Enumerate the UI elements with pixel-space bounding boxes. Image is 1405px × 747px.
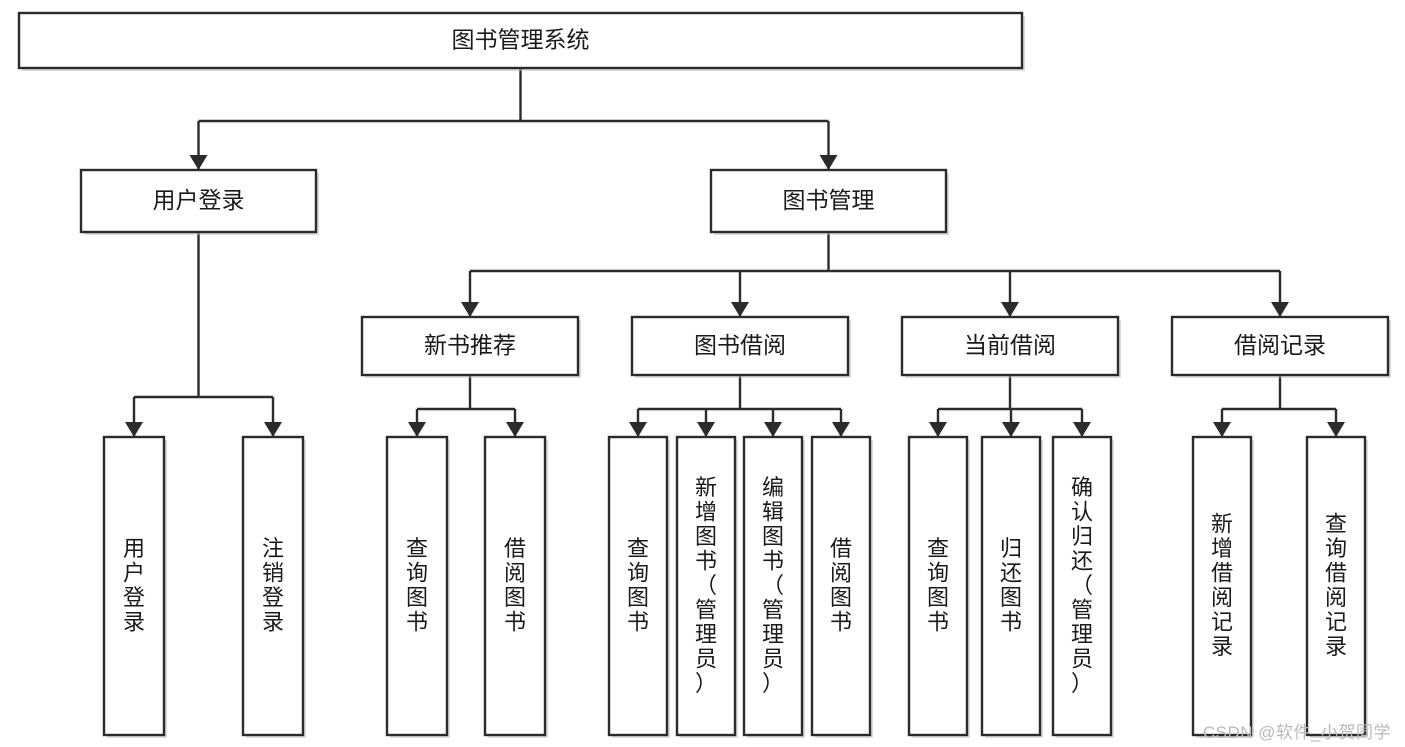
node-box <box>360 315 580 377</box>
arrow-head-icon <box>264 422 282 437</box>
node-leaf-return-book[interactable]: 归还图书 <box>980 435 1043 738</box>
node-box <box>17 11 1024 70</box>
node-root[interactable]: 图书管理系统 <box>17 11 1025 71</box>
node-label: 当前借阅 <box>964 332 1056 358</box>
node-new-book-recommend[interactable]: 新书推荐 <box>360 315 581 378</box>
node-leaf-add-book[interactable]: 新增图书（管理员） <box>675 435 738 738</box>
node-leaf-query-book-2[interactable]: 查询图书 <box>607 435 670 738</box>
node-leaf-logout[interactable]: 注销登录 <box>241 435 306 738</box>
node-label: 新增借阅记录 <box>1211 512 1233 660</box>
node-leaf-borrow-book-1[interactable]: 借阅图书 <box>483 435 548 738</box>
node-label: 图书管理系统 <box>452 27 590 53</box>
node-box <box>241 435 305 737</box>
node-box <box>810 435 872 737</box>
arrow-head-icon <box>832 422 850 437</box>
node-box <box>1305 435 1367 737</box>
node-leaf-query-record[interactable]: 查询借阅记录 <box>1305 435 1368 738</box>
arrow-head-icon <box>1073 422 1091 437</box>
node-box <box>980 435 1042 737</box>
node-box <box>742 435 804 737</box>
arrow-head-icon <box>1001 302 1019 317</box>
arrow-head-icon <box>189 155 208 170</box>
node-label: 注销登录 <box>262 536 284 635</box>
node-label: 查询图书 <box>406 536 428 635</box>
node-leaf-add-record[interactable]: 新增借阅记录 <box>1191 435 1254 738</box>
arrow-head-icon <box>1271 302 1289 317</box>
node-label: 借阅图书 <box>830 536 852 635</box>
node-label: 用户登录 <box>123 536 145 635</box>
node-label: 查询借阅记录 <box>1325 512 1347 660</box>
node-label: 图书借阅 <box>694 332 786 358</box>
node-leaf-borrow-book-2[interactable]: 借阅图书 <box>810 435 873 738</box>
nodes-layer: 图书管理系统用户登录图书管理新书推荐图书借阅当前借阅借阅记录用户登录注销登录查询… <box>17 11 1391 738</box>
node-book-borrow[interactable]: 图书借阅 <box>630 315 851 378</box>
node-box <box>102 435 166 737</box>
node-user-login[interactable]: 用户登录 <box>79 168 319 235</box>
node-label: 图书管理 <box>783 187 875 213</box>
node-box <box>607 435 669 737</box>
node-label: 借阅图书 <box>504 536 526 635</box>
node-label: 确认归还（管理员） <box>1071 475 1093 696</box>
arrow-head-icon <box>408 422 426 437</box>
arrow-head-icon <box>461 302 479 317</box>
node-borrow-record[interactable]: 借阅记录 <box>1170 315 1391 378</box>
arrow-head-icon <box>629 422 647 437</box>
arrow-head-icon <box>506 422 524 437</box>
arrow-head-icon <box>697 422 715 437</box>
node-leaf-user-login[interactable]: 用户登录 <box>102 435 167 738</box>
connectors-layer <box>125 68 1345 437</box>
arrow-head-icon <box>819 155 838 170</box>
node-box <box>1170 315 1390 377</box>
node-box <box>79 168 318 234</box>
node-label: 查询图书 <box>627 536 649 635</box>
node-label: 查询图书 <box>927 536 949 635</box>
node-box <box>907 435 969 737</box>
node-box <box>1191 435 1253 737</box>
arrow-head-icon <box>1327 422 1345 437</box>
node-label: 归还图书 <box>1000 536 1022 635</box>
node-leaf-query-book-1[interactable]: 查询图书 <box>385 435 450 738</box>
node-label: 新增图书（管理员） <box>695 475 717 696</box>
node-label: 用户登录 <box>153 187 245 213</box>
arrow-head-icon <box>1002 422 1020 437</box>
node-box <box>675 435 737 737</box>
node-box <box>900 315 1120 377</box>
node-current-borrow[interactable]: 当前借阅 <box>900 315 1121 378</box>
node-box <box>630 315 850 377</box>
node-leaf-confirm-return[interactable]: 确认归还（管理员） <box>1051 435 1114 738</box>
node-label: 编辑图书（管理员） <box>762 475 784 696</box>
arrow-head-icon <box>764 422 782 437</box>
node-box <box>385 435 449 737</box>
node-leaf-query-book-3[interactable]: 查询图书 <box>907 435 970 738</box>
node-book-management[interactable]: 图书管理 <box>709 168 949 235</box>
arrow-head-icon <box>929 422 947 437</box>
node-leaf-edit-book[interactable]: 编辑图书（管理员） <box>742 435 805 738</box>
arrow-head-icon <box>125 422 143 437</box>
node-label: 借阅记录 <box>1234 332 1326 358</box>
node-box <box>1051 435 1113 737</box>
arrow-head-icon <box>1213 422 1231 437</box>
node-box <box>709 168 948 234</box>
node-label: 新书推荐 <box>424 332 516 358</box>
arrow-head-icon <box>731 302 749 317</box>
watermark-credit: CSDN @软件_小贺同学 <box>1202 723 1391 742</box>
node-box <box>483 435 547 737</box>
